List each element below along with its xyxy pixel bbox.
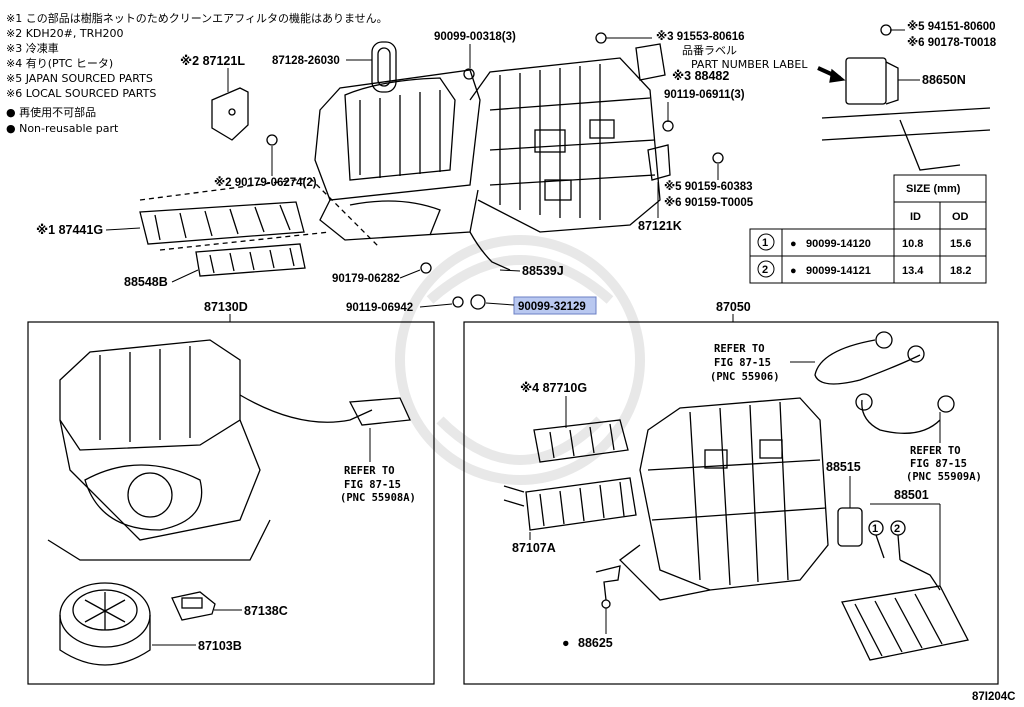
- size-table-title: SIZE (mm): [906, 183, 961, 195]
- note-1: ※1 この部品は樹脂ネットのためクリーンエアフィルタの機能はありません。: [6, 11, 388, 25]
- right-ref-top-3: (PNC 55906): [710, 371, 780, 383]
- note-8: ● Non-reusable part: [6, 122, 119, 135]
- label-90179-06282[interactable]: 90179-06282: [332, 273, 400, 285]
- size-row-1-mark: ●: [790, 238, 797, 250]
- size-row-2-no: 2: [762, 264, 768, 276]
- size-row-1-part[interactable]: 90099-14120: [806, 238, 871, 250]
- label-90099-00318[interactable]: 90099-00318(3): [434, 31, 516, 43]
- heater-unit-drawing: [503, 331, 969, 661]
- label-90159-60383[interactable]: ※5 90159-60383: [664, 179, 753, 193]
- right-box-87050: 87050: [463, 300, 999, 685]
- size-table-col-od: OD: [952, 211, 969, 223]
- label-87441g[interactable]: ※1 87441G: [36, 223, 103, 237]
- size-table-col-id: ID: [910, 211, 921, 223]
- size-row-2-part[interactable]: 90099-14121: [806, 265, 871, 277]
- label-88539j[interactable]: 88539J: [522, 264, 564, 278]
- bullet-88625: ●: [562, 636, 570, 650]
- note-3: ※3 冷凍車: [6, 41, 59, 55]
- label-88482[interactable]: ※3 88482: [672, 69, 729, 83]
- label-90119-06942[interactable]: 90119-06942: [346, 302, 413, 314]
- label-87128-26030[interactable]: 87128-26030: [272, 55, 340, 67]
- size-row-1-id: 10.8: [902, 238, 923, 250]
- note-6: ※6 LOCAL SOURCED PARTS: [6, 87, 156, 100]
- label-87121l[interactable]: ※2 87121L: [180, 54, 245, 68]
- label-87710g[interactable]: ※4 87710G: [520, 381, 587, 395]
- label-87107a[interactable]: 87107A: [512, 541, 556, 555]
- label-87138c[interactable]: 87138C: [244, 604, 288, 618]
- label-88625[interactable]: 88625: [578, 636, 613, 650]
- right-box-title[interactable]: 87050: [716, 300, 751, 314]
- size-row-2-mark: ●: [790, 265, 797, 277]
- circle-label-1: 1: [872, 523, 878, 535]
- highlight-90099-32129: [513, 296, 597, 315]
- left-box-87130d: 87130D REFER TO FIG 87-15 (PNC 55908A) 8…: [27, 300, 435, 685]
- label-88548b[interactable]: 88548B: [124, 275, 168, 289]
- size-row-1-od: 15.6: [950, 238, 971, 250]
- right-ref-right-1: REFER TO: [910, 445, 961, 457]
- top-part-labels: ※2 87121L 87128-26030 90099-00318(3) ※3 …: [36, 19, 997, 315]
- circle-label-2: 2: [894, 523, 900, 535]
- figure-code: 87I204C: [972, 691, 1015, 703]
- left-box-title[interactable]: 87130D: [204, 300, 248, 314]
- right-ref-right-3: (PNC 55909A): [906, 471, 982, 483]
- label-87121k[interactable]: 87121K: [638, 219, 682, 233]
- label-88515[interactable]: 88515: [826, 460, 861, 474]
- main-hvac-assembly-drawing: [139, 24, 991, 310]
- watermark-emblem: [395, 235, 645, 485]
- label-91553-80616[interactable]: ※3 91553-80616: [656, 29, 745, 43]
- left-ref-1: REFER TO: [344, 465, 395, 477]
- left-ref-2: FIG 87-15: [344, 479, 401, 491]
- size-table: SIZE (mm) ID OD 1 ● 90099-14120 10.8 15.…: [749, 174, 987, 284]
- notes-block: ※1 この部品は樹脂ネットのためクリーンエアフィルタの機能はありません。 ※2 …: [6, 11, 388, 135]
- label-90179-06274[interactable]: ※2 90179-06274(2): [214, 175, 317, 189]
- note-7: ● 再使用不可部品: [6, 105, 96, 119]
- note-2: ※2 KDH20#, TRH200: [6, 27, 124, 40]
- left-ref-3: (PNC 55908A): [340, 492, 416, 504]
- label-part-number-jp: 品番ラベル: [682, 44, 737, 57]
- label-94151-80600[interactable]: ※5 94151-80600: [907, 19, 996, 33]
- right-ref-right-2: FIG 87-15: [910, 458, 967, 470]
- label-87103b[interactable]: 87103B: [198, 639, 242, 653]
- size-row-2-id: 13.4: [902, 265, 924, 277]
- blower-unit-drawing: [47, 339, 411, 666]
- label-88650n[interactable]: 88650N: [922, 73, 966, 87]
- note-5: ※5 JAPAN SOURCED PARTS: [6, 72, 153, 85]
- size-row-1-no: 1: [762, 237, 768, 249]
- label-90099-32129[interactable]: 90099-32129: [518, 301, 586, 313]
- right-ref-top-2: FIG 87-15: [714, 357, 771, 369]
- right-ref-top-1: REFER TO: [714, 343, 765, 355]
- note-4: ※4 有り(PTC ヒータ): [6, 56, 113, 70]
- label-90119-06911[interactable]: 90119-06911(3): [664, 89, 745, 101]
- size-row-2-od: 18.2: [950, 265, 971, 277]
- label-90159-t0005[interactable]: ※6 90159-T0005: [664, 195, 754, 209]
- label-part-number-label: PART NUMBER LABEL: [691, 58, 808, 71]
- label-88501[interactable]: 88501: [894, 488, 929, 502]
- label-90178-t0018[interactable]: ※6 90178-T0018: [907, 35, 997, 49]
